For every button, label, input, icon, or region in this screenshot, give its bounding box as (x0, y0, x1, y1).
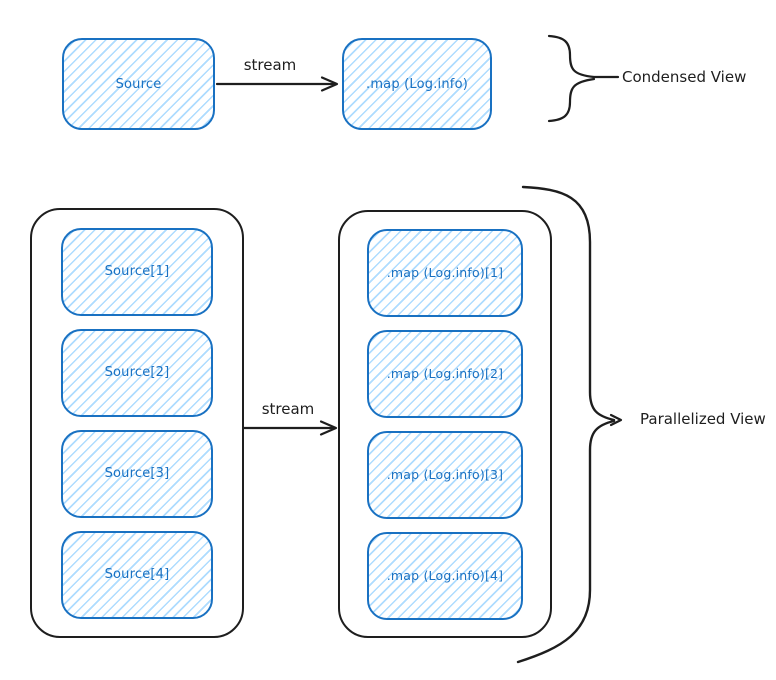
source-node-3-label: Source[3] (104, 466, 170, 481)
parallel-stream-arrow (242, 420, 338, 436)
arrowhead-icon (320, 76, 339, 92)
source-node-4: Source[4] (61, 530, 213, 619)
condensed-source-label: Source (115, 76, 162, 92)
parallel-map-group: .map (Log.info)[1] .map (Log.info)[2] .m… (338, 210, 552, 638)
condensed-stream-label: stream (243, 56, 297, 74)
map-node-2: .map (Log.info)[2] (367, 329, 523, 418)
source-node-2-label: Source[2] (104, 365, 170, 380)
condensed-map-node: .map (Log.info) (342, 38, 492, 130)
arrowhead-icon (319, 420, 338, 436)
condensed-source-node: Source (62, 38, 215, 130)
source-node-4-label: Source[4] (104, 567, 170, 582)
map-node-3-label: .map (Log.info)[3] (386, 467, 504, 482)
condensed-stream-arrow (215, 76, 339, 92)
condensed-view-label: Condensed View (622, 68, 747, 86)
parallel-source-group: Source[1] Source[2] Source[3] Source[4] (30, 208, 244, 638)
source-node-2: Source[2] (61, 328, 213, 417)
condensed-brace-icon (547, 34, 620, 123)
condensed-map-label: .map (Log.info) (365, 76, 469, 92)
arrowhead-icon (609, 413, 623, 427)
parallelized-brace-icon (516, 185, 623, 664)
map-node-3: .map (Log.info)[3] (367, 430, 523, 519)
map-node-2-label: .map (Log.info)[2] (386, 366, 504, 381)
map-node-1: .map (Log.info)[1] (367, 228, 523, 317)
map-node-4-label: .map (Log.info)[4] (386, 568, 504, 583)
parallelized-view-label: Parallelized View (640, 410, 766, 428)
parallel-stream-label: stream (261, 400, 315, 418)
source-node-3: Source[3] (61, 429, 213, 518)
map-node-4: .map (Log.info)[4] (367, 531, 523, 620)
source-node-1: Source[1] (61, 227, 213, 316)
source-node-1-label: Source[1] (104, 264, 170, 279)
map-node-1-label: .map (Log.info)[1] (386, 265, 504, 280)
